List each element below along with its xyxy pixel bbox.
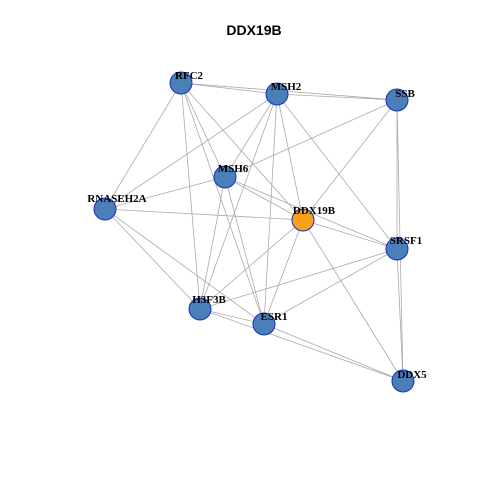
diagram-title: DDX19B	[226, 22, 281, 38]
edge-msh6-h3f3b	[199, 176, 226, 310]
edge-layer	[104, 82, 404, 382]
node-rnaseh2a[interactable]: RNASEH2A	[87, 193, 147, 221]
node-circle[interactable]	[291, 208, 315, 232]
node-label: H3F3B	[192, 294, 226, 306]
node-label: DDX5	[397, 369, 427, 381]
edge-rfc2-rnaseh2a	[104, 82, 182, 210]
edge-ddx19b-esr1	[263, 219, 304, 325]
node-msh2[interactable]: MSH2	[265, 81, 302, 106]
edge-rnaseh2a-ddx19b	[104, 208, 304, 221]
edge-rfc2-h3f3b	[180, 82, 201, 310]
node-circle[interactable]	[385, 237, 409, 261]
node-ddx5[interactable]: DDX5	[391, 369, 427, 393]
edge-srsf1-esr1	[263, 248, 398, 325]
edge-rnaseh2a-h3f3b	[104, 208, 201, 310]
node-circle[interactable]	[188, 297, 212, 321]
node-circle[interactable]	[385, 88, 409, 112]
edge-ddx19b-h3f3b	[199, 219, 304, 310]
edge-rnaseh2a-esr1	[104, 208, 265, 325]
edge-ssb-ddx19b	[302, 99, 398, 221]
edge-msh2-srsf1	[276, 93, 398, 250]
edge-h3f3b-ddx5	[199, 308, 404, 382]
node-label: RFC2	[175, 70, 204, 82]
edge-ddx19b-ddx5	[302, 219, 404, 382]
node-circle[interactable]	[265, 82, 289, 106]
node-label: DDX19B	[293, 205, 336, 217]
edge-msh2-ssb	[276, 93, 398, 101]
edge-msh2-ddx19b	[276, 93, 304, 221]
node-msh6[interactable]: MSH6	[213, 163, 249, 189]
node-h3f3b[interactable]: H3F3B	[188, 294, 226, 321]
edge-msh6-esr1	[224, 176, 265, 325]
node-label: SSB	[395, 88, 415, 100]
edge-rfc2-msh2	[180, 82, 278, 95]
node-label: ESR1	[261, 311, 288, 323]
edge-esr1-ddx5	[263, 323, 404, 382]
node-label: RNASEH2A	[87, 193, 146, 205]
edge-rfc2-esr1	[180, 82, 265, 325]
node-esr1[interactable]: ESR1	[252, 311, 288, 336]
node-rfc2[interactable]: RFC2	[169, 70, 204, 95]
node-circle[interactable]	[169, 71, 193, 95]
edge-msh2-esr1	[263, 93, 278, 325]
edge-msh2-msh6	[224, 93, 278, 178]
node-ddx19b[interactable]: DDX19B	[291, 205, 336, 232]
edge-msh6-rnaseh2a	[104, 176, 226, 210]
node-ssb[interactable]: SSB	[385, 88, 415, 112]
edge-ssb-msh6	[224, 99, 398, 178]
edge-msh2-rnaseh2a	[104, 93, 278, 210]
edge-ddx19b-srsf1	[302, 219, 398, 250]
edge-rfc2-ssb	[180, 82, 398, 101]
edge-msh2-h3f3b	[199, 93, 278, 310]
node-circle[interactable]	[93, 197, 117, 221]
node-circle[interactable]	[252, 312, 276, 336]
edge-rfc2-msh6	[180, 82, 226, 178]
edge-msh6-ddx19b	[224, 176, 304, 221]
node-label: MSH6	[218, 163, 249, 175]
node-circle[interactable]	[213, 165, 237, 189]
node-srsf1[interactable]: SRSF1	[385, 235, 422, 261]
node-circle[interactable]	[391, 369, 415, 393]
node-label: MSH2	[271, 81, 302, 93]
node-label: SRSF1	[390, 235, 422, 247]
edge-srsf1-ddx5	[396, 248, 404, 382]
edge-rfc2-ddx19b	[180, 82, 304, 221]
edge-srsf1-h3f3b	[199, 248, 398, 310]
